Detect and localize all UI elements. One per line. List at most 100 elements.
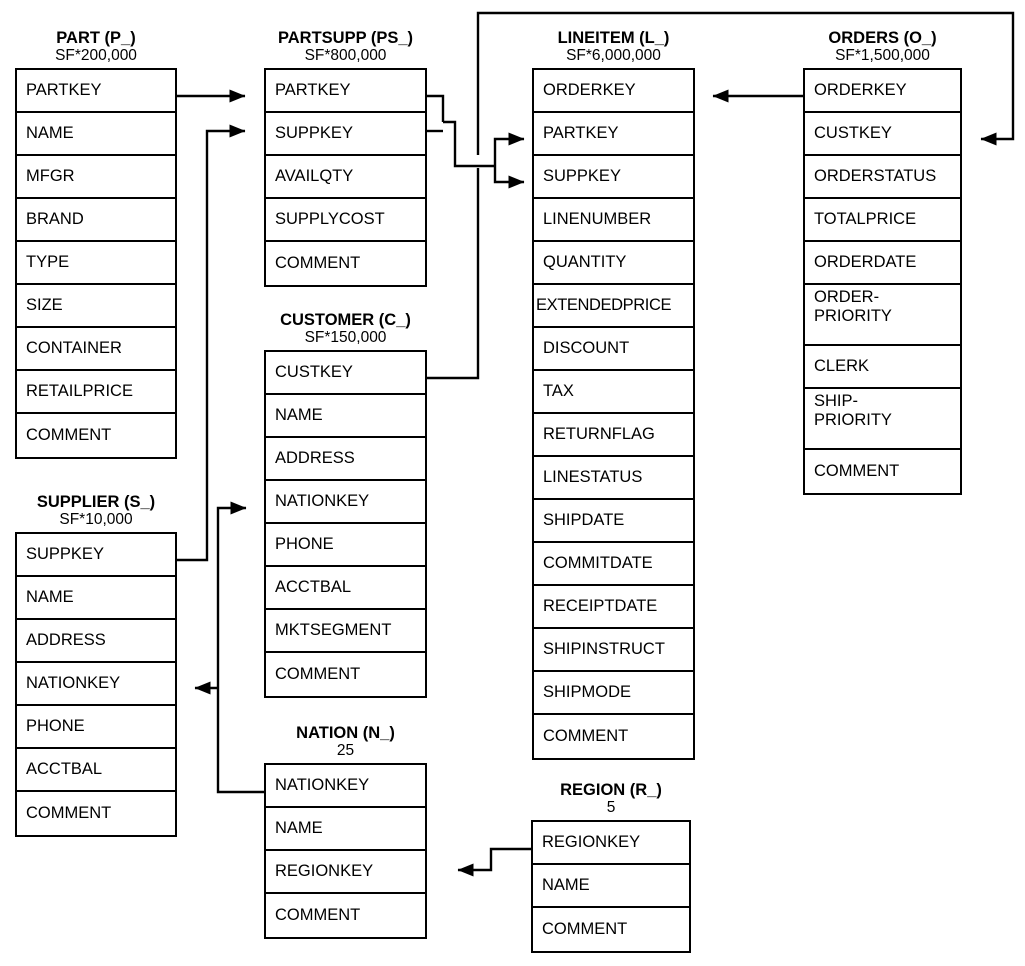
field-part-partkey[interactable]: PARTKEY [17,70,175,114]
field-customer-nationkey[interactable]: NATIONKEY [266,481,425,525]
field-lineitem-commitdate[interactable]: COMMITDATE [534,543,693,587]
field-part-type[interactable]: TYPE [17,242,175,286]
field-customer-comment[interactable]: COMMENT [266,653,425,697]
field-part-comment[interactable]: COMMENT [17,414,175,458]
entity-supplier: SUPPLIER (S_) SF*10,000 SUPPKEY NAME ADD… [15,493,177,838]
entity-part-box: PARTKEY NAME MFGR BRAND TYPE SIZE CONTAI… [15,68,177,460]
field-partsupp-availqty[interactable]: AVAILQTY [266,156,425,200]
connector-partsupp-lineitem-partkey [493,132,525,166]
field-nation-name[interactable]: NAME [266,808,425,852]
entity-nation-cardinality: 25 [336,742,355,760]
field-lineitem-shipmode[interactable]: SHIPMODE [534,672,693,716]
field-part-name[interactable]: NAME [17,113,175,157]
entity-customer-box: CUSTKEY NAME ADDRESS NATIONKEY PHONE ACC… [264,350,427,699]
field-customer-name[interactable]: NAME [266,395,425,439]
field-lineitem-discount[interactable]: DISCOUNT [534,328,693,372]
field-lineitem-linestatus[interactable]: LINESTATUS [534,457,693,501]
entity-region-box: REGIONKEY NAME COMMENT [531,820,691,954]
connector-partsupp-lineitem-suppkey [493,166,525,189]
field-lineitem-quantity[interactable]: QUANTITY [534,242,693,286]
field-lineitem-comment[interactable]: COMMENT [534,715,693,759]
field-part-retailprice[interactable]: RETAILPRICE [17,371,175,415]
field-lineitem-tax[interactable]: TAX [534,371,693,415]
field-region-name[interactable]: NAME [533,865,689,909]
entity-partsupp: PARTSUPP (PS_) SF*800,000 PARTKEY SUPPKE… [264,29,427,288]
field-nation-nationkey[interactable]: NATIONKEY [266,765,425,809]
field-supplier-address[interactable]: ADDRESS [17,620,175,664]
field-orders-clerk[interactable]: CLERK [805,346,960,390]
entity-lineitem-title: LINEITEM (L_) [557,29,670,47]
field-orders-orderkey[interactable]: ORDERKEY [805,70,960,114]
entity-customer: CUSTOMER (C_) SF*150,000 CUSTKEY NAME AD… [264,311,427,699]
field-part-brand[interactable]: BRAND [17,199,175,243]
entity-part: PART (P_) SF*200,000 PARTKEY NAME MFGR B… [15,29,177,460]
entity-customer-cardinality: SF*150,000 [304,329,387,347]
entity-partsupp-title: PARTSUPP (PS_) [277,29,414,47]
field-lineitem-orderkey[interactable]: ORDERKEY [534,70,693,114]
entity-part-cardinality: SF*200,000 [55,47,137,65]
entity-partsupp-cardinality: SF*800,000 [304,47,387,65]
field-lineitem-receiptdate[interactable]: RECEIPTDATE [534,586,693,630]
connector-partsupp-merge-top [427,94,445,122]
entity-region-title: REGION (R_) [560,781,662,799]
entity-supplier-cardinality: SF*10,000 [59,511,133,529]
field-partsupp-partkey[interactable]: PARTKEY [266,70,425,114]
field-nation-regionkey[interactable]: REGIONKEY [266,851,425,895]
entity-supplier-box: SUPPKEY NAME ADDRESS NATIONKEY PHONE ACC… [15,532,177,838]
entity-region-cardinality: 5 [606,799,616,817]
field-customer-phone[interactable]: PHONE [266,524,425,568]
field-lineitem-suppkey[interactable]: SUPPKEY [534,156,693,200]
field-part-size[interactable]: SIZE [17,285,175,329]
field-lineitem-extendedprice[interactable]: EXTENDEDPRICE [534,285,693,329]
field-supplier-nationkey[interactable]: NATIONKEY [17,663,175,707]
field-part-container[interactable]: CONTAINER [17,328,175,372]
field-orders-custkey[interactable]: CUSTKEY [805,113,960,157]
field-supplier-name[interactable]: NAME [17,577,175,621]
entity-nation-title: NATION (N_) [296,724,395,742]
field-lineitem-returnflag[interactable]: RETURNFLAG [534,414,693,458]
entity-region: REGION (R_) 5 REGIONKEY NAME COMMENT [531,781,691,954]
field-customer-mktsegment[interactable]: MKTSEGMENT [266,610,425,654]
field-supplier-phone[interactable]: PHONE [17,706,175,750]
field-orders-orderstatus[interactable]: ORDERSTATUS [805,156,960,200]
connector-nation-trunk [216,501,264,794]
field-partsupp-supplycost[interactable]: SUPPLYCOST [266,199,425,243]
field-lineitem-shipinstruct[interactable]: SHIPINSTRUCT [534,629,693,673]
field-customer-custkey[interactable]: CUSTKEY [266,352,425,396]
field-orders-totalprice[interactable]: TOTALPRICE [805,199,960,243]
entity-lineitem: LINEITEM (L_) SF*6,000,000 ORDERKEY PART… [532,29,695,761]
field-lineitem-shipdate[interactable]: SHIPDATE [534,500,693,544]
field-lineitem-linenumber[interactable]: LINENUMBER [534,199,693,243]
entity-orders-cardinality: SF*1,500,000 [835,47,930,65]
entity-partsupp-box: PARTKEY SUPPKEY AVAILQTY SUPPLYCOST COMM… [264,68,427,288]
field-supplier-comment[interactable]: COMMENT [17,792,175,836]
connector-customer-orders [427,168,480,380]
entity-part-title: PART (P_) [56,29,136,47]
field-orders-shippriority[interactable]: SHIP-PRIORITY [805,389,960,451]
field-nation-comment[interactable]: COMMENT [266,894,425,938]
field-orders-comment[interactable]: COMMENT [805,450,960,494]
entity-nation-box: NATIONKEY NAME REGIONKEY COMMENT [264,763,427,940]
field-lineitem-partkey[interactable]: PARTKEY [534,113,693,157]
entity-nation: NATION (N_) 25 NATIONKEY NAME REGIONKEY … [264,724,427,940]
field-supplier-acctbal[interactable]: ACCTBAL [17,749,175,793]
field-region-comment[interactable]: COMMENT [533,908,689,952]
entity-orders-box: ORDERKEY CUSTKEY ORDERSTATUS TOTALPRICE … [803,68,962,496]
field-partsupp-suppkey[interactable]: SUPPKEY [266,113,425,157]
field-orders-orderpriority[interactable]: ORDER-PRIORITY [805,285,960,347]
field-part-mfgr[interactable]: MFGR [17,156,175,200]
field-supplier-suppkey[interactable]: SUPPKEY [17,534,175,578]
entity-supplier-title: SUPPLIER (S_) [36,493,156,511]
field-customer-address[interactable]: ADDRESS [266,438,425,482]
connector-supplier-partsupp [177,124,246,562]
field-partsupp-comment[interactable]: COMMENT [266,242,425,286]
field-customer-acctbal[interactable]: ACCTBAL [266,567,425,611]
entity-customer-title: CUSTOMER (C_) [280,311,411,329]
connector-region-nation [457,847,531,877]
field-orders-orderdate[interactable]: ORDERDATE [805,242,960,286]
connector-partsupp-trunk [443,120,495,168]
entity-lineitem-box: ORDERKEY PARTKEY SUPPKEY LINENUMBER QUAN… [532,68,695,761]
entity-orders: ORDERS (O_) SF*1,500,000 ORDERKEY CUSTKE… [803,29,962,496]
field-region-regionkey[interactable]: REGIONKEY [533,822,689,866]
